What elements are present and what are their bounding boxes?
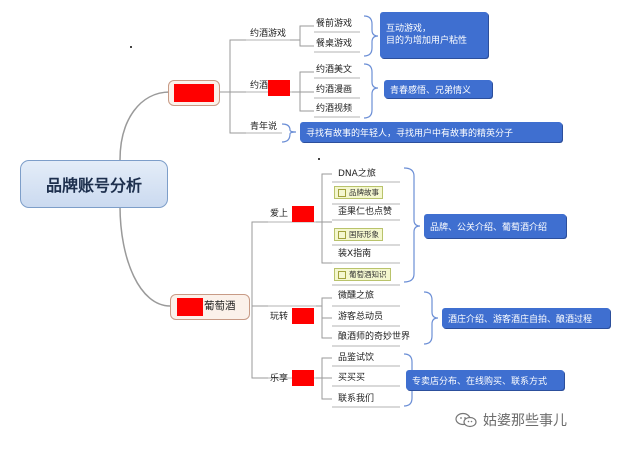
brace-2 [363, 63, 379, 119]
topic-qingnianshuo[interactable]: 青年说 [250, 122, 278, 132]
tag-label: 国际形象 [349, 230, 379, 239]
watermark: 姑婆那些事儿 [455, 410, 567, 430]
connectors-bottom-branch [251, 173, 332, 400]
leaf-yuejiu-shipin[interactable]: 约酒视频 [316, 104, 353, 114]
redacted-block [292, 370, 314, 386]
leaf-lianxi-women[interactable]: 联系我们 [338, 394, 375, 404]
tag-icon [338, 270, 346, 279]
tag-wine-knowledge: 葡萄酒知识 [334, 268, 391, 281]
leaf-canzhuo-youxi[interactable]: 餐桌游戏 [316, 39, 353, 49]
tag-icon [338, 230, 346, 239]
leaf-dna-zhilv[interactable]: DNA之旅 [338, 169, 376, 179]
leaf-maimaimai[interactable]: 买买买 [338, 373, 366, 383]
brace-4 [403, 167, 421, 283]
stray-dot [130, 46, 132, 48]
tag-international: 国际形象 [334, 228, 383, 241]
wechat-icon [455, 412, 477, 428]
leaf-weixun-zhilv[interactable]: 微醺之旅 [338, 291, 375, 301]
note-stories: 寻找有故事的年轻人，寻找用户中有故事的精英分子 [300, 122, 562, 142]
leaf-waiguoren[interactable]: 歪果仁也点赞 [338, 207, 393, 217]
leaf-canqian-youxi[interactable]: 餐前游戏 [316, 19, 353, 29]
tag-brand-story: 品牌故事 [334, 186, 383, 199]
leaf-yuejiu-manhua[interactable]: 约酒漫画 [316, 85, 353, 95]
leaf-zhuangx-zhinan[interactable]: 装X指南 [338, 249, 372, 259]
leaf-youke-zongdongyuan[interactable]: 游客总动员 [338, 312, 384, 322]
topic-wanzhuan[interactable]: 玩转 [270, 312, 289, 322]
tag-label: 品牌故事 [349, 188, 379, 197]
branch-bottom-node[interactable]: 葡萄酒 [170, 294, 250, 320]
root-node[interactable]: 品牌账号分析 [20, 160, 168, 208]
redacted-block [177, 298, 203, 316]
topic-yuejiu-youxi[interactable]: 约酒游戏 [250, 29, 287, 39]
brace-3 [281, 123, 297, 143]
note-interaction: 互动游戏， 目的为增加用户粘性 [380, 12, 488, 58]
connectors-top-branch [218, 25, 314, 134]
stray-dot [318, 158, 320, 160]
topic-yuejiu[interactable]: 约酒 [250, 81, 269, 91]
note-youth: 青春感悟、兄弟情义 [384, 80, 492, 98]
branch-bottom-label: 葡萄酒 [204, 300, 236, 312]
topic-lexiang[interactable]: 乐享 [270, 374, 289, 384]
note-brand-intro: 品牌、公关介绍、葡萄酒介绍 [424, 214, 566, 238]
redacted-block [174, 84, 214, 102]
connector-root-bottom [119, 205, 171, 307]
underlines-top [246, 31, 360, 134]
redacted-block [292, 308, 314, 324]
leaf-yuejiu-meiwen[interactable]: 约酒美文 [316, 65, 353, 75]
redacted-block [268, 80, 290, 96]
tag-label: 葡萄酒知识 [349, 270, 387, 279]
connector-root-top [119, 91, 171, 161]
topic-aishang[interactable]: 爱上 [270, 209, 289, 219]
note-store-info: 专卖店分布、在线购买、联系方式 [406, 370, 564, 390]
brace-5 [423, 291, 439, 345]
redacted-block [292, 206, 314, 222]
brace-1 [363, 15, 379, 57]
note-winery-intro: 酒庄介绍、游客酒庄自拍、酿酒过程 [442, 308, 610, 328]
watermark-text: 姑婆那些事儿 [483, 413, 567, 429]
branch-top-node[interactable] [168, 80, 220, 106]
tag-icon [338, 188, 346, 197]
leaf-niangjiushi[interactable]: 酿酒师的奇妙世界 [338, 332, 411, 342]
leaf-pinjian-shiyin[interactable]: 品鉴试饮 [338, 353, 375, 363]
